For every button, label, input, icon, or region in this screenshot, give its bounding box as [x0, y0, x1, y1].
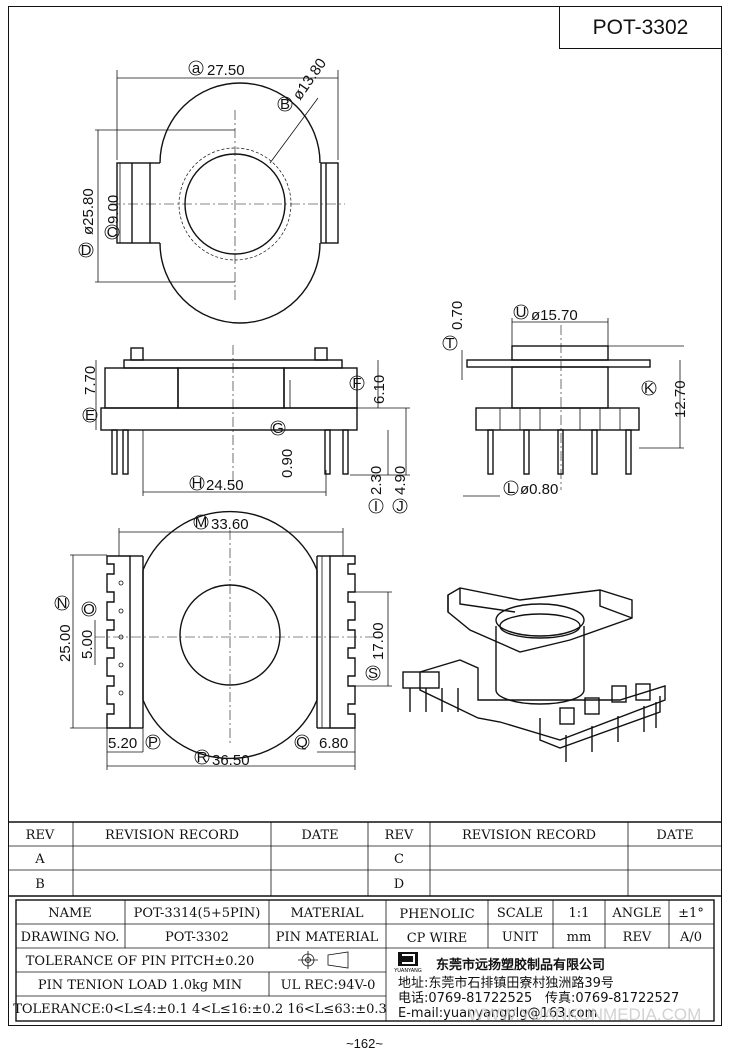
side-view-front: E 7.70 F 6.10 G 0.90 H 24.50 I 2.30 J 4.…: [82, 345, 410, 515]
revision-table: REV REVISION RECORD DATE REV REVISION RE…: [8, 821, 722, 897]
drawing-sheet: [8, 6, 722, 1026]
pin-tension-load: PIN TENION LOAD 1.0kg MIN: [38, 978, 242, 993]
dim-u: ø15.70: [531, 307, 578, 324]
dim-c: 9.00: [105, 195, 122, 224]
ul-rec: UL REC:94V-0: [281, 978, 376, 993]
dim-o: 5.00: [79, 630, 96, 659]
dim-f: 6.10: [371, 375, 388, 404]
drawing-no-value: POT-3302: [165, 930, 229, 945]
dim-h: 24.50: [206, 477, 244, 494]
company-logo: YUANYANG: [393, 952, 422, 974]
label-n: N: [57, 595, 68, 612]
rev-row-b: B: [35, 877, 45, 892]
label-r: R: [197, 749, 208, 766]
label-s: S: [368, 665, 378, 682]
label-l: L: [507, 480, 515, 497]
pin-material-value: CP WIRE: [407, 931, 468, 946]
logo-text: YUANYANG: [393, 968, 422, 974]
dim-k: 12.70: [672, 380, 689, 418]
top-view: a 27.50 B ø13.80 D ø25.80 C 9.00: [78, 55, 345, 324]
label-m: M: [195, 514, 208, 531]
title-block: NAME POT-3314(5+5PIN) MATERIAL PHENOLIC …: [13, 899, 715, 1024]
rev-header-1: REV: [26, 828, 55, 843]
label-e: E: [85, 407, 95, 424]
label-i: I: [374, 498, 378, 515]
dim-j: 4.90: [392, 466, 409, 495]
revision-record-header-2: REVISION RECORD: [462, 828, 596, 843]
drawing-no-label: DRAWING NO.: [21, 930, 120, 945]
revision-record-header-1: REVISION RECORD: [105, 828, 239, 843]
dim-i: 2.30: [368, 466, 385, 495]
dim-a: 27.50: [207, 62, 245, 79]
angle-label: ANGLE: [611, 906, 661, 921]
dim-s: 17.00: [370, 622, 387, 660]
dim-g: 0.90: [279, 449, 296, 478]
dim-m: 33.60: [211, 516, 249, 533]
name-label: NAME: [48, 906, 92, 921]
rev-label: REV: [623, 930, 652, 945]
company-phone: 电话:0769-81722525: [398, 991, 532, 1006]
rev-row-a: A: [34, 852, 45, 867]
label-j: J: [396, 498, 404, 515]
unit-value: mm: [567, 930, 592, 945]
pin-material-label: PIN MATERIAL: [276, 930, 379, 945]
projection-symbol-icon: [298, 951, 349, 969]
dim-e: 7.70: [82, 366, 99, 395]
tolerance-ranges: TOLERANCE:0<L≤4:±0.1 4<L≤16:±0.2 16<L≤63…: [13, 1002, 387, 1017]
dim-d: ø25.80: [80, 188, 97, 235]
label-b: B: [280, 96, 290, 113]
scale-value: 1:1: [569, 906, 590, 921]
rev-row-c: C: [394, 852, 404, 867]
label-a: a: [192, 60, 201, 77]
angle-value: ±1°: [678, 906, 704, 921]
dim-q: 6.80: [319, 735, 348, 752]
material-label: MATERIAL: [290, 906, 363, 921]
side-view-right: U ø15.70 T 0.70 K 12.70 L ø0.80: [442, 301, 689, 498]
label-p: P: [148, 734, 158, 751]
label-c: C: [107, 224, 118, 241]
scale-label: SCALE: [497, 906, 543, 921]
label-o: O: [83, 601, 95, 618]
material-value: PHENOLIC: [399, 907, 474, 922]
company-fax: 传真:0769-81722527: [545, 991, 679, 1006]
label-u: U: [516, 304, 527, 321]
rev-header-2: REV: [385, 828, 414, 843]
date-header-1: DATE: [301, 828, 338, 843]
company-address: 地址:东莞市石排镇田寮村独洲路39号: [398, 975, 614, 991]
company-email: E-mail:yuanyangplg@163.com: [398, 1006, 597, 1021]
tolerance-pin-pitch: TOLERANCE OF PIN PITCH±0.20: [26, 954, 254, 969]
label-t: T: [445, 335, 454, 352]
dim-b: ø13.80: [289, 55, 330, 103]
watermark: WWW.YUANKUNMEDIA.COM: [468, 1005, 701, 1024]
label-k: K: [644, 380, 654, 397]
dim-l: ø0.80: [520, 481, 558, 498]
name-value: POT-3314(5+5PIN): [134, 906, 261, 921]
page-number: ~162~: [346, 1036, 383, 1051]
dim-r: 36.50: [212, 752, 250, 769]
unit-label: UNIT: [502, 930, 538, 945]
label-g: G: [272, 420, 284, 437]
label-q: Q: [296, 734, 308, 751]
label-f: F: [352, 375, 361, 392]
dim-n: 25.00: [57, 624, 74, 662]
bottom-view: M 33.60 N 25.00 O 5.00 S 17.00 5.20 P Q …: [54, 510, 392, 770]
isometric-view: [402, 587, 666, 762]
dim-t: 0.70: [449, 301, 466, 330]
label-h: H: [192, 475, 203, 492]
label-d: D: [81, 242, 92, 259]
date-header-2: DATE: [656, 828, 693, 843]
dim-p: 5.20: [108, 735, 137, 752]
company-name: 东莞市远扬塑胶制品有限公司: [436, 957, 605, 973]
rev-row-d: D: [394, 877, 404, 892]
part-number-title: POT-3302: [559, 6, 722, 49]
rev-value: A/0: [679, 930, 702, 945]
